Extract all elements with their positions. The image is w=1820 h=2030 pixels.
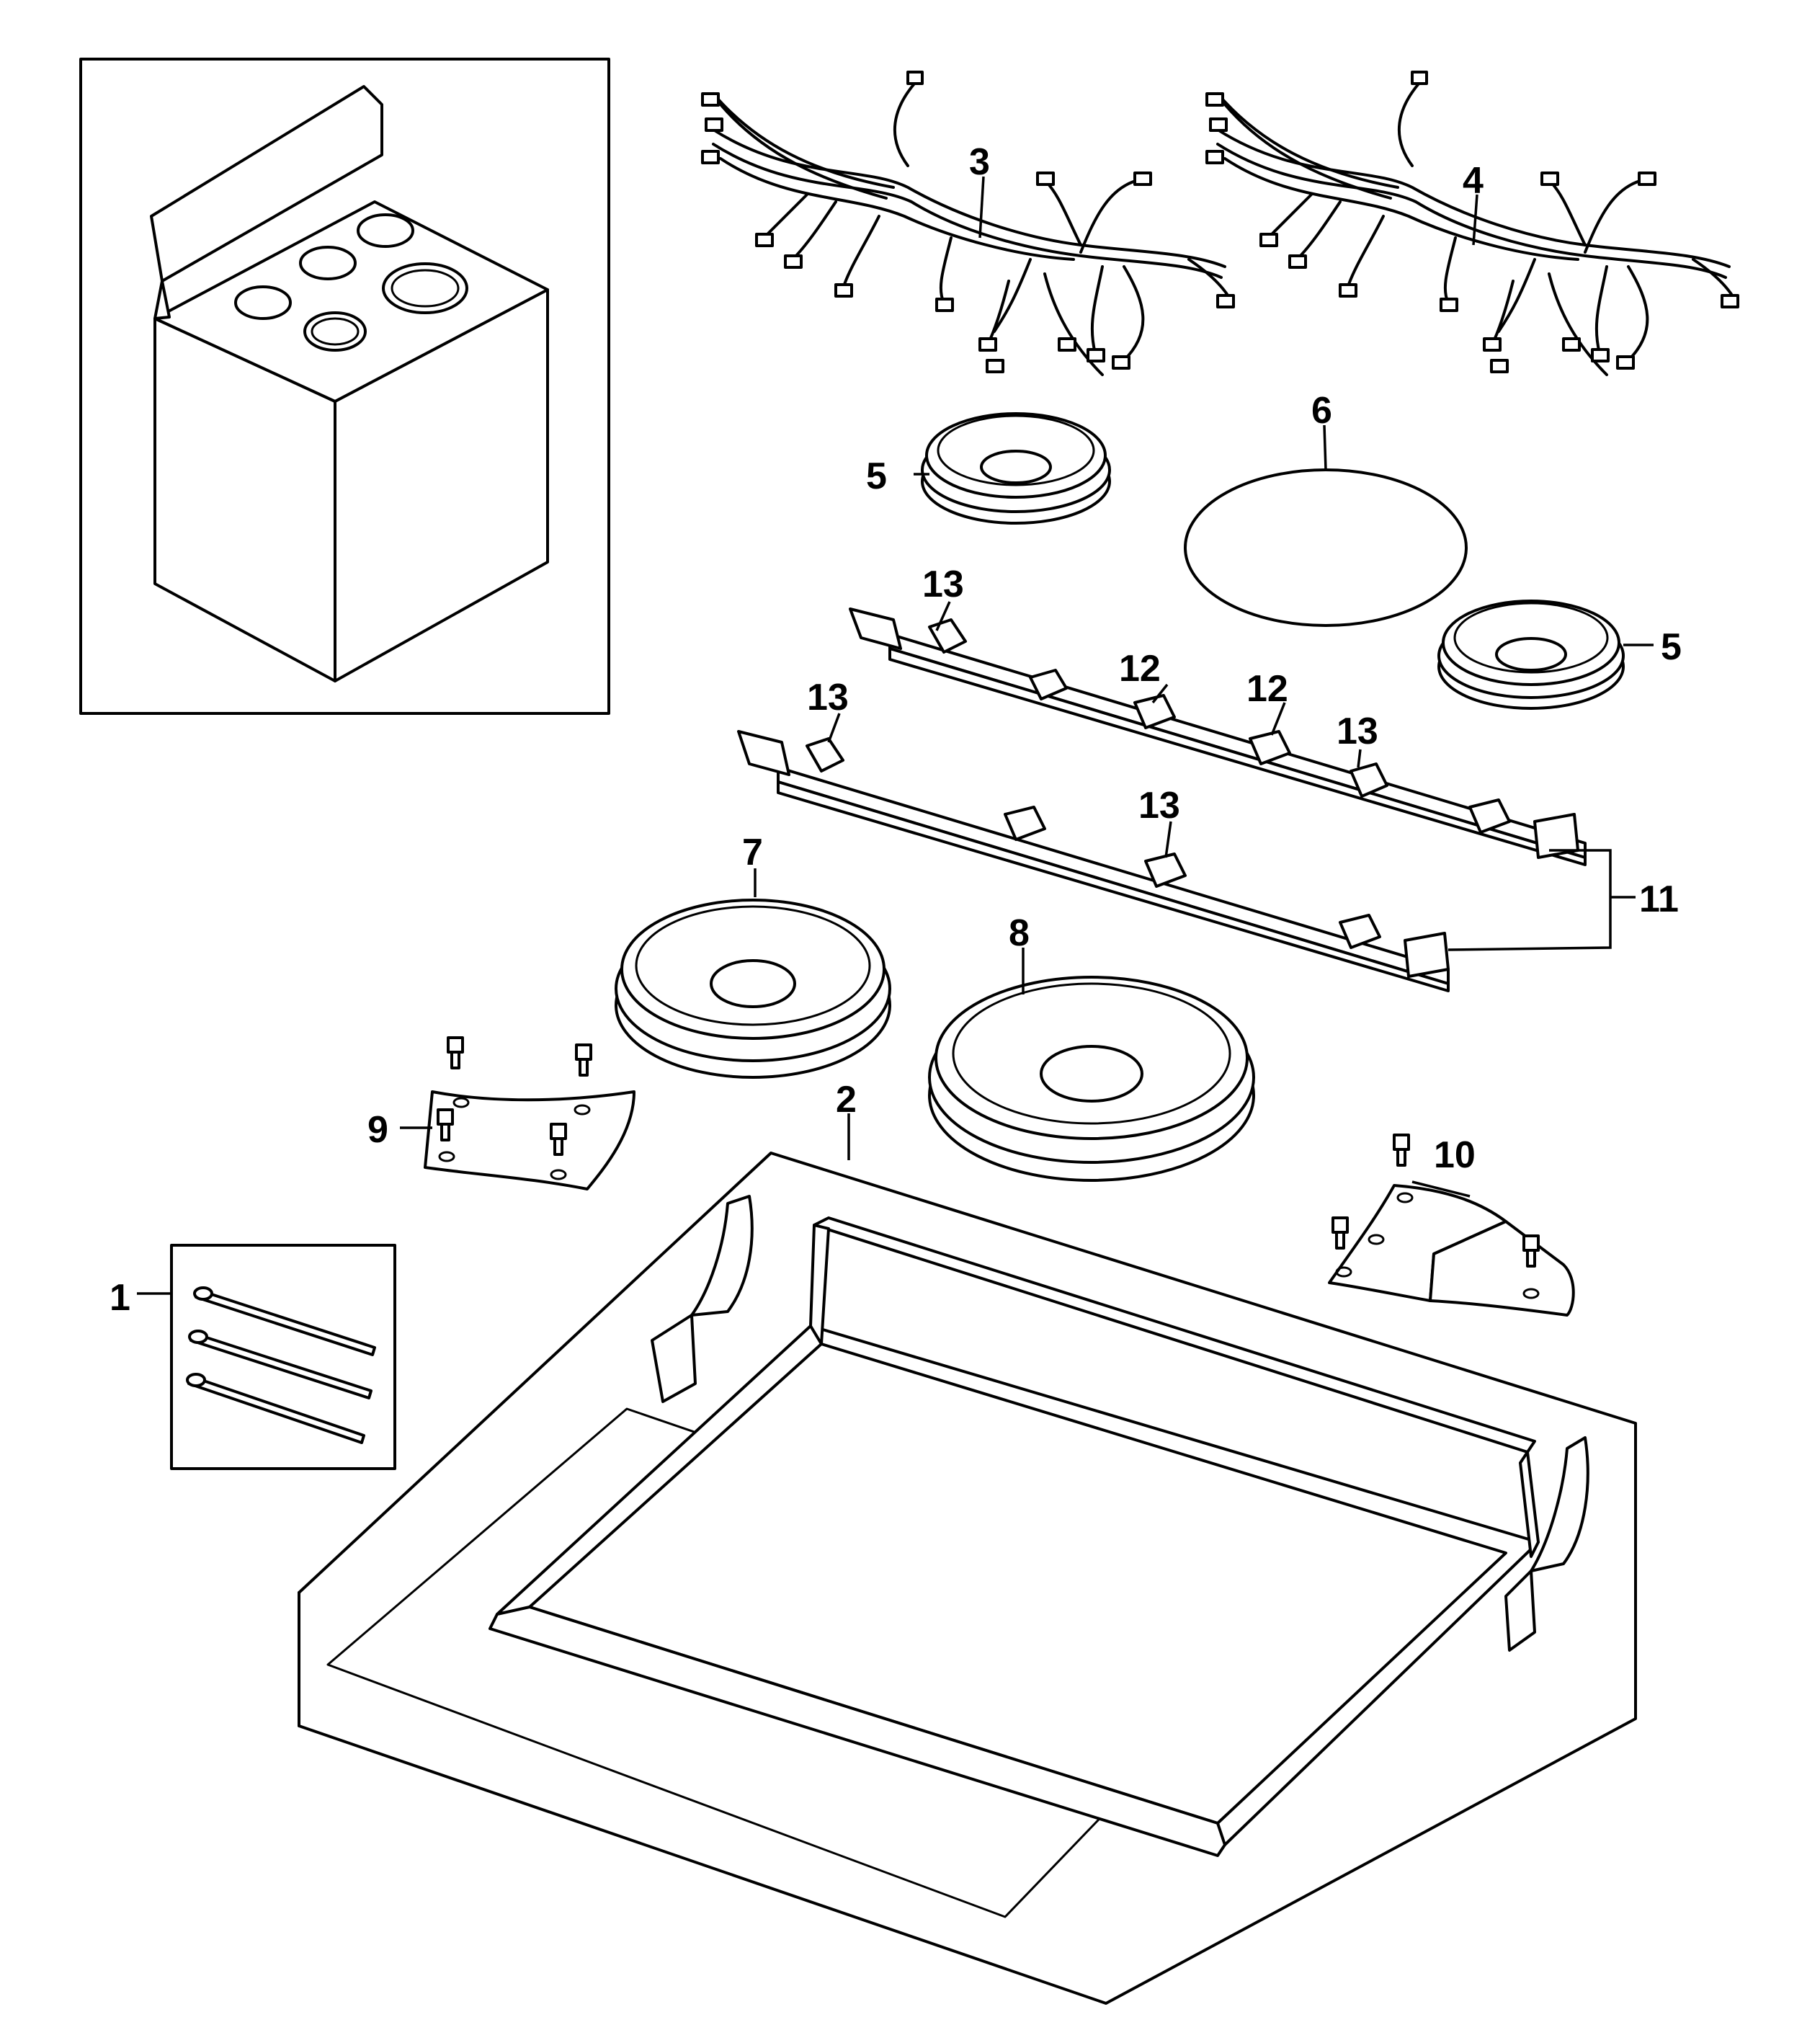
callout-13-front: 13 bbox=[1138, 785, 1180, 827]
callout-1: 1 bbox=[110, 1277, 130, 1319]
drip-bowl-7 bbox=[615, 899, 891, 1079]
callout-8: 8 bbox=[1009, 912, 1030, 954]
callout-4: 4 bbox=[1463, 160, 1484, 202]
cooktop-disc-6 bbox=[1184, 468, 1468, 627]
tie-wraps-1 bbox=[170, 1244, 396, 1470]
bracket-rail-rear bbox=[849, 607, 1587, 866]
callout-10: 10 bbox=[1434, 1134, 1476, 1176]
leader-lines bbox=[137, 176, 1654, 1295]
callout-3: 3 bbox=[969, 141, 990, 183]
drip-bowl-5-small bbox=[921, 412, 1111, 525]
cooktop-main-2 bbox=[298, 1152, 1637, 2005]
callout-5-left: 5 bbox=[866, 455, 887, 497]
callout-6: 6 bbox=[1311, 390, 1332, 432]
drip-bowl-5-right bbox=[1437, 600, 1625, 710]
bracket-10 bbox=[1328, 1134, 1575, 1317]
drip-bowl-8 bbox=[928, 976, 1255, 1182]
callout-labels: 1 2 3 4 5 5 6 7 8 9 10 11 12 12 13 13 13… bbox=[110, 141, 1682, 1319]
callout-7: 7 bbox=[742, 832, 763, 873]
callout-12-right: 12 bbox=[1246, 668, 1288, 710]
wire-harness-3 bbox=[701, 71, 1235, 376]
bracket-rail-front bbox=[737, 730, 1450, 992]
range-overview-inset bbox=[79, 58, 610, 715]
callout-13-top: 13 bbox=[922, 564, 964, 605]
callout-13-right: 13 bbox=[1337, 711, 1378, 752]
callout-2: 2 bbox=[836, 1079, 857, 1121]
callout-11: 11 bbox=[1639, 878, 1679, 920]
callout-9: 9 bbox=[367, 1109, 388, 1151]
callout-5-right: 5 bbox=[1661, 626, 1682, 668]
wire-harness-4 bbox=[1205, 71, 1739, 376]
bracket-9 bbox=[424, 1036, 635, 1190]
callout-12-left: 12 bbox=[1119, 648, 1161, 690]
callout-13-left: 13 bbox=[807, 677, 849, 718]
